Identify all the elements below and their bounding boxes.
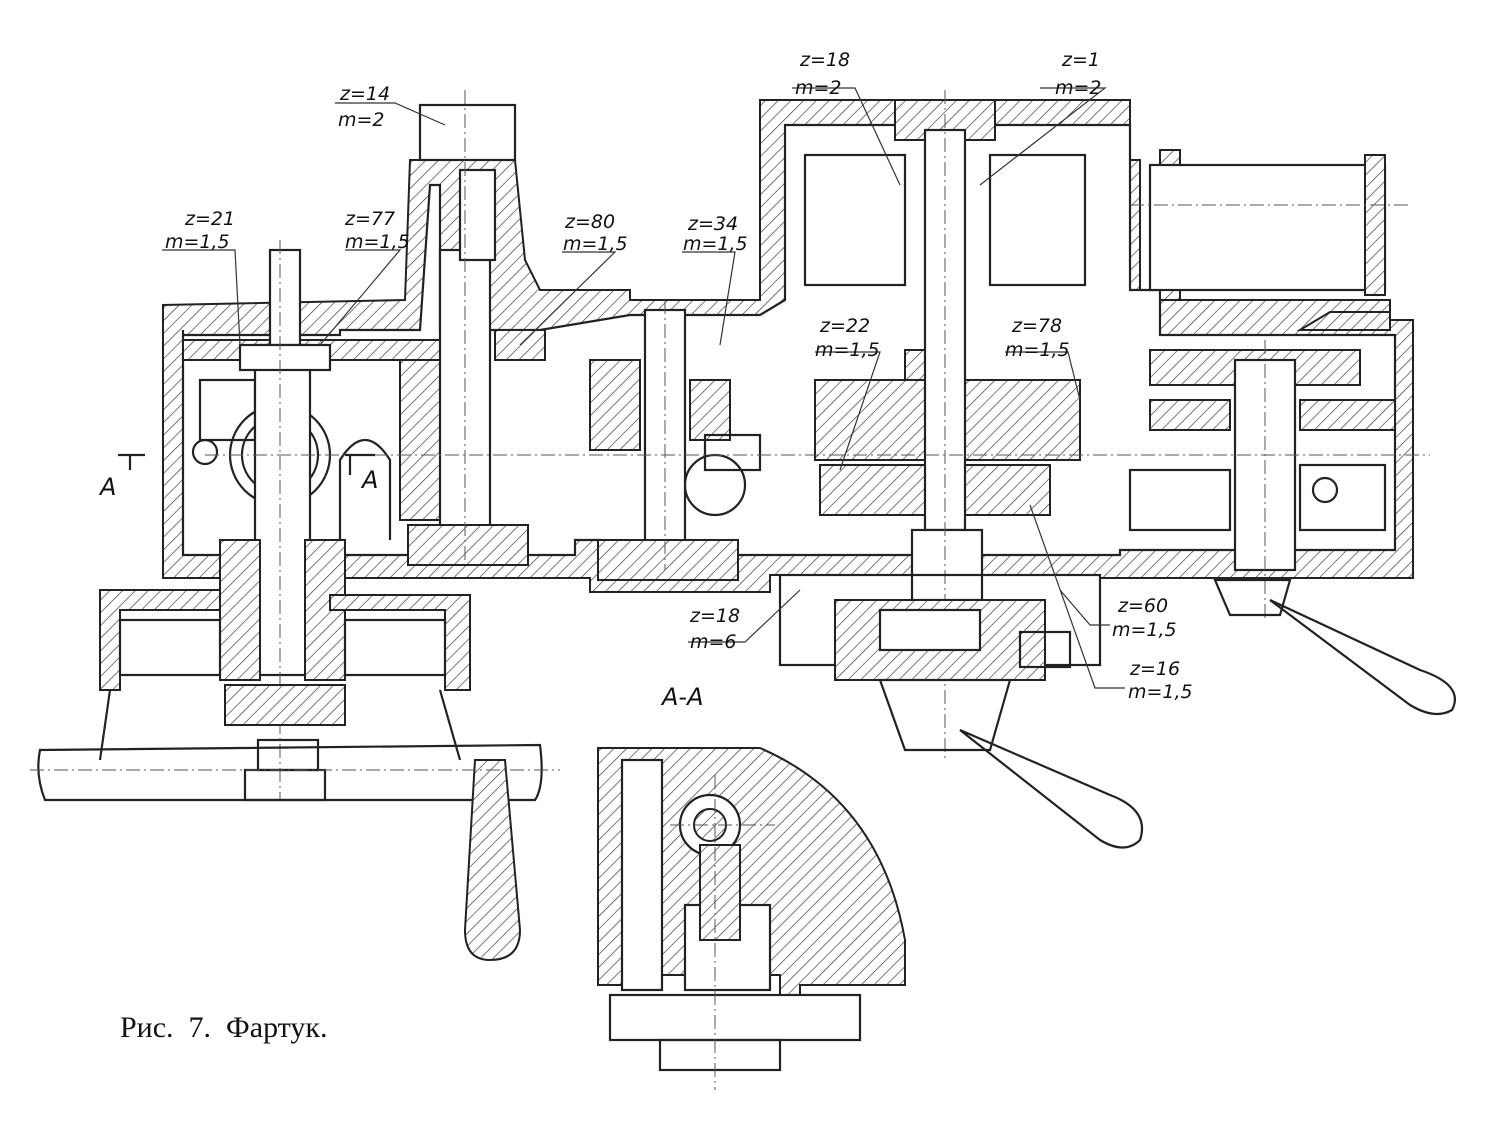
gear-label-m: m=1,5 (1112, 619, 1177, 641)
gear-label-z: z=16 (1129, 658, 1180, 680)
section-a-a-view (597, 747, 906, 1090)
handwheel-assembly (30, 589, 560, 962)
gear-label-z: z=34 (687, 213, 738, 235)
gear-label-z: z=77 (344, 208, 395, 230)
section-title: A-A (660, 683, 704, 711)
shafts (205, 90, 1430, 800)
gear-label-m: m=1,5 (1128, 681, 1193, 703)
gear-label-m: m=1,5 (1005, 339, 1070, 361)
gear-label-m: m=1,5 (683, 233, 748, 255)
leader-lines (162, 87, 1125, 689)
gear-label-z: z=18 (689, 605, 740, 627)
gear-label-z: z=60 (1117, 595, 1168, 617)
gear-label-m: m=2 (338, 109, 385, 131)
gear-label-z: z=21 (184, 208, 235, 230)
gear-label-z: z=78 (1011, 315, 1062, 337)
gear-label-m: m=1,5 (815, 339, 880, 361)
section-mark-a-right: A (360, 466, 378, 494)
gear-label-m: m=2 (795, 77, 842, 99)
gear-label-m: m=1,5 (345, 231, 410, 253)
gear-labels: z=14 m=2 z=21 m=1,5 z=77 m=1,5 z=80 m=1,… (165, 49, 1193, 703)
gear-label-z: z=14 (339, 83, 390, 105)
section-mark-a-left: A (98, 473, 116, 501)
gear-label-m: m=2 (1055, 77, 1102, 99)
figure-caption: Рис. 7. Фартук. (120, 1011, 327, 1044)
gear-label-z: z=80 (564, 211, 615, 233)
gear-label-m: m=1,5 (165, 231, 230, 253)
gear-label-z: z=18 (799, 49, 850, 71)
central-lever-assembly (778, 573, 1457, 849)
gear-label-z: z=22 (819, 315, 870, 337)
gear-label-m: m=1,5 (563, 233, 628, 255)
gear-label-z: z=1 (1061, 49, 1100, 71)
section-marks: A A A-A (98, 453, 704, 711)
gear-label-m: m=6 (690, 631, 737, 653)
